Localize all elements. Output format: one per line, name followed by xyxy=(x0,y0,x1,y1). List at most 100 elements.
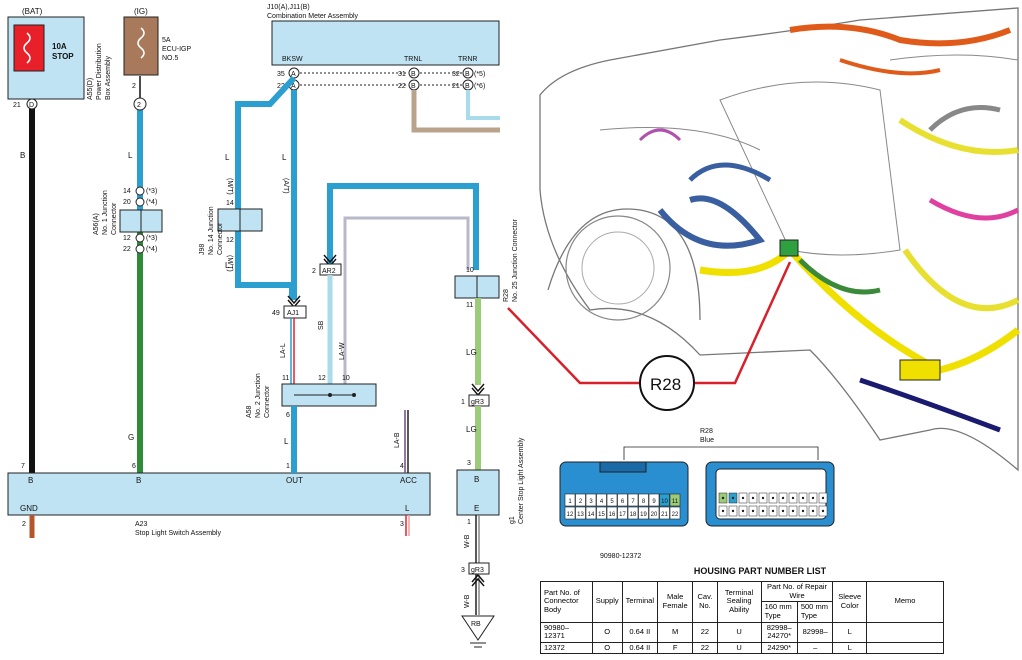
a23-pin-3: 3 xyxy=(400,521,404,528)
fuse-ecu-no: NO.5 xyxy=(162,55,178,62)
cell-part: 90980–12371 xyxy=(540,621,593,643)
meter-pin-a2: A xyxy=(291,83,296,90)
a23-term-l: L xyxy=(405,504,410,513)
meter-pin-22: 22 xyxy=(277,83,285,90)
connector-pin-label: 14 xyxy=(588,512,595,518)
cell-mf: F xyxy=(657,641,694,655)
wire-l-mt-label: L xyxy=(225,153,230,162)
male-pin-dot xyxy=(761,509,765,513)
a56-junction-connector: 14 20 12 22 (*3) (*4) (*3) (*4) A56(A) N… xyxy=(93,186,163,254)
connector-pin-cell xyxy=(606,493,618,507)
connector-pin-label: 6 xyxy=(621,499,625,505)
cell-tsa: U xyxy=(716,641,762,655)
ig-label: (IG) xyxy=(134,7,148,16)
connector-pin-cell xyxy=(648,493,660,507)
fuse-stop-amp: 10A xyxy=(52,42,67,51)
gr3-label-bottom: gR3 xyxy=(471,567,484,574)
wire-b-label: B xyxy=(20,151,25,160)
cell-cav: 22 xyxy=(692,641,718,655)
male-pin-dot xyxy=(791,496,795,500)
pin-21: 21 xyxy=(13,102,21,109)
th-supply: Supply xyxy=(591,581,623,623)
male-pin-dot xyxy=(721,496,725,500)
a56-variant-3a: (*3) xyxy=(146,188,157,195)
th-male-female: Male Female xyxy=(657,581,694,623)
connector-pin-cell xyxy=(564,506,576,520)
wire-la-l-label: LA-L xyxy=(280,343,287,358)
connector-pin-label: 7 xyxy=(631,499,635,505)
callout-r28: R28 xyxy=(650,375,681,394)
connector-pin-label: 15 xyxy=(598,512,605,518)
cell-160: 24290* xyxy=(760,641,798,655)
r28-name: No. 25 Junction Connector xyxy=(512,218,519,302)
male-pin-dot xyxy=(791,509,795,513)
wire-wb-label: W-B xyxy=(464,534,471,548)
meter-pin-b1: B xyxy=(411,71,416,78)
meter-pin-22b: 22 xyxy=(398,83,406,90)
connector-pin-cell xyxy=(659,506,670,520)
conn-part-no: 90980-12372 xyxy=(600,553,641,560)
j98-name: No. 14 Junction xyxy=(208,206,215,255)
meter-pin-b2: B xyxy=(411,83,416,90)
a56-variant-4b: (*4) xyxy=(146,246,157,253)
cell-tsa: U xyxy=(716,621,762,643)
cell-supply: O xyxy=(591,621,623,643)
a58-pin-10: 10 xyxy=(342,375,350,382)
meter-trnl: TRNL xyxy=(404,56,422,63)
connector-pin-label: 11 xyxy=(672,499,679,505)
th-sealing: Terminal Sealing Ability xyxy=(716,581,762,623)
cell-500: 82998– xyxy=(796,621,834,643)
connector-pin-cell xyxy=(669,506,681,520)
th-part: Part No. of Connector Body xyxy=(540,581,593,623)
male-pin-dot xyxy=(801,509,805,513)
r28-pin-10: 10 xyxy=(466,267,474,274)
a23-term-gnd: GND xyxy=(20,504,38,513)
connector-pin-cell xyxy=(575,506,586,520)
male-pin-dot xyxy=(741,509,745,513)
connector-pin-cell xyxy=(638,493,649,507)
wire-at-tag: (A/T) xyxy=(282,178,289,194)
connector-pin-label: 21 xyxy=(661,512,668,518)
connector-pin-label: 10 xyxy=(661,499,668,505)
wire-wb-label-2: W-B xyxy=(464,594,471,608)
meter-pin-a1: A xyxy=(291,71,296,78)
cell-memo xyxy=(866,641,944,655)
housing-parts-table: Part No. of Connector Body Supply Termin… xyxy=(540,580,944,655)
power-distribution-box: (BAT) (IG) 10A STOP 5A ECU-IGP NO.5 A55(… xyxy=(7,7,192,100)
j98-pin-14: 14 xyxy=(226,200,234,207)
a55-name: Power Distribution xyxy=(96,43,103,100)
vehicle-harness-illustration xyxy=(539,7,1021,472)
male-pin-dot xyxy=(801,496,805,500)
j98-name-2: Connector xyxy=(217,222,224,255)
connector-pin-cell xyxy=(575,493,586,507)
wire-lg-label: LG xyxy=(466,348,477,357)
male-pin-dot xyxy=(741,496,745,500)
meter-variant-6: (*6) xyxy=(474,83,485,90)
table-row: 90980–12371 O 0.64 II M 22 U 82998–24270… xyxy=(540,621,944,643)
cell-cav: 22 xyxy=(692,621,718,643)
a58-pin-11: 11 xyxy=(282,375,289,382)
meter-pin-31: 31 xyxy=(398,71,406,78)
g1-pin-1: 1 xyxy=(467,519,471,526)
wire-mt-tag: (M/T) xyxy=(226,178,233,195)
male-pin-dot xyxy=(811,509,815,513)
wire-l-out-label: L xyxy=(284,437,289,446)
male-pin-dot xyxy=(751,496,755,500)
male-pin-dot xyxy=(821,509,825,513)
connector-pin-label: 3 xyxy=(589,499,593,505)
r28-id: R28 xyxy=(503,289,510,302)
conn-color: Blue xyxy=(700,437,714,444)
connector-pin-label: 4 xyxy=(600,499,604,505)
th-terminal: Terminal xyxy=(621,581,659,623)
aj1-connector xyxy=(283,305,307,319)
combination-meter: J10(A),J11(B) Combination Meter Assembly… xyxy=(267,4,500,91)
male-pin-dot xyxy=(731,509,735,513)
a56-variant-4a: (*4) xyxy=(146,199,157,206)
connector-pin-cell xyxy=(596,506,607,520)
wire-l-mt-label-2: L xyxy=(225,261,230,270)
meter-trnr: TRNR xyxy=(458,56,477,63)
connector-pin-cell xyxy=(617,506,628,520)
male-pin-dot xyxy=(761,496,765,500)
cell-500: – xyxy=(796,641,834,655)
